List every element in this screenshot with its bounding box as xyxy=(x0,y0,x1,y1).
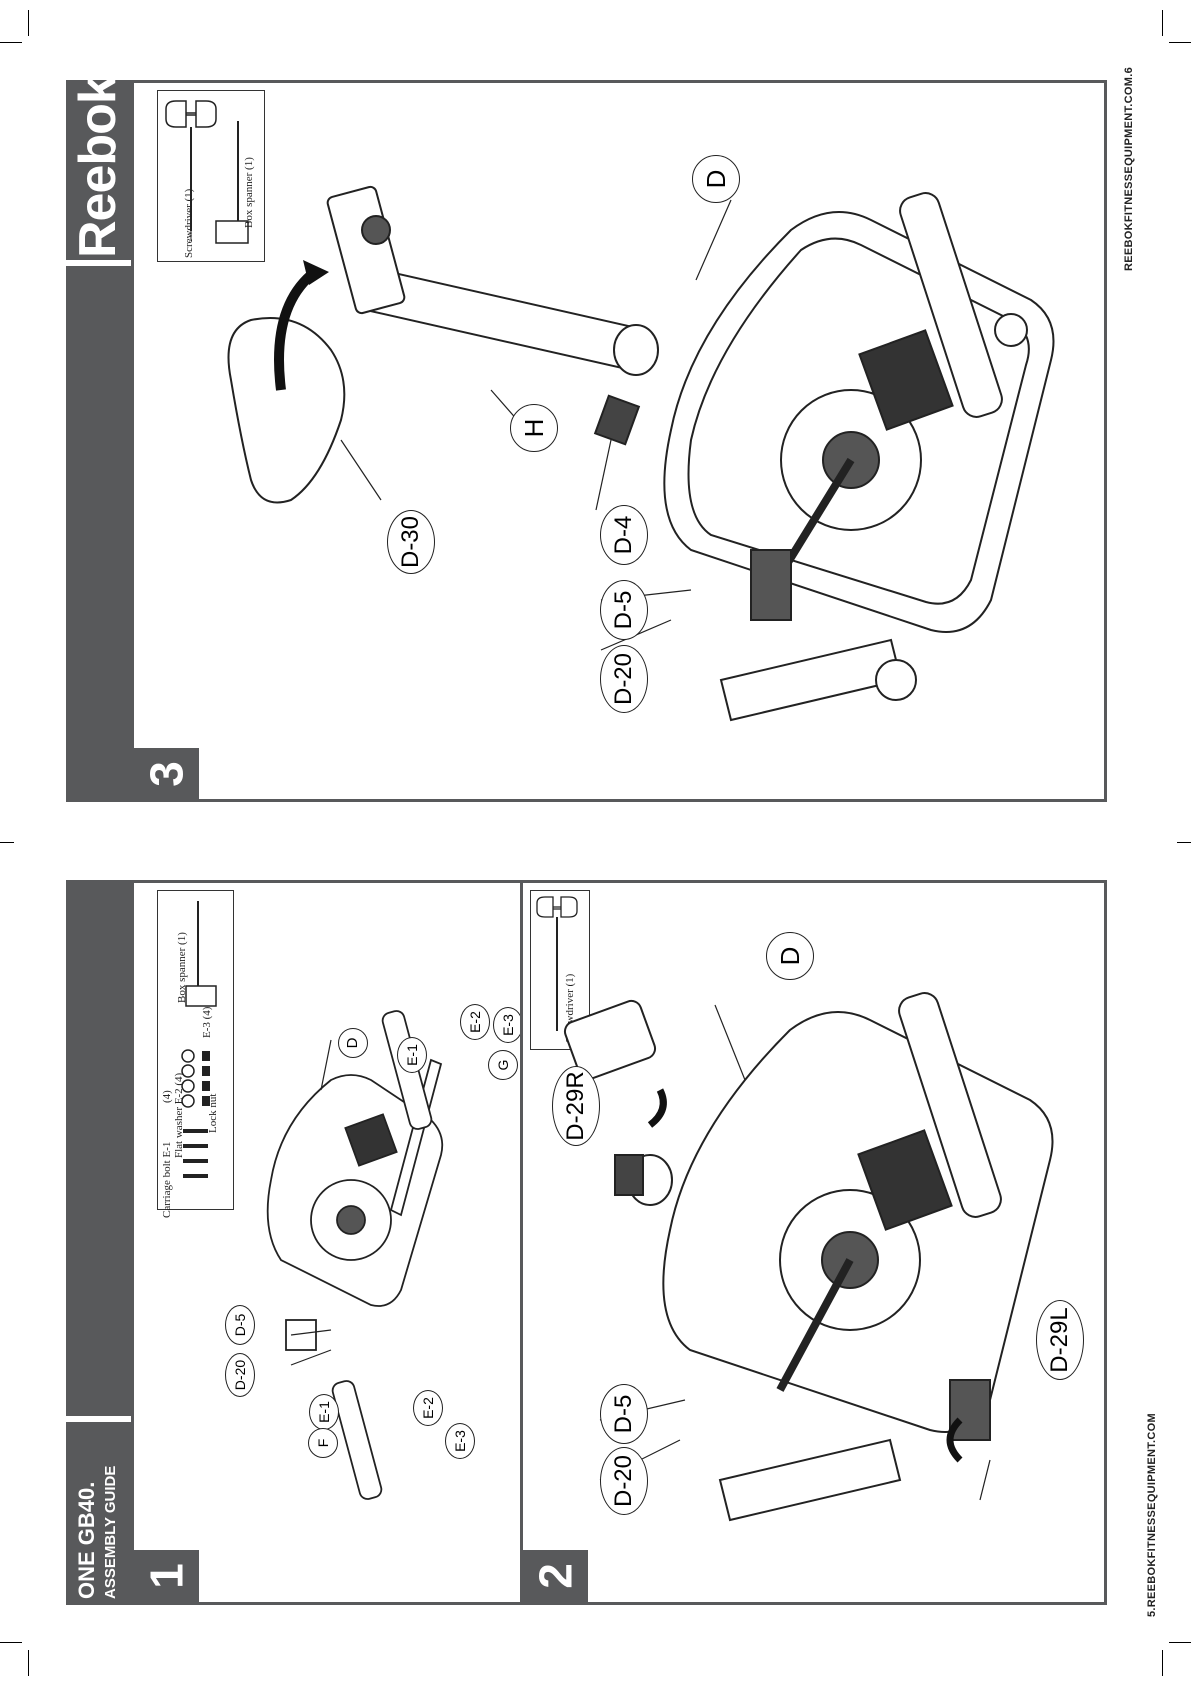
carriage-bolt-icons xyxy=(183,1129,208,1178)
callout-d20: D-20 xyxy=(225,1353,255,1397)
callout-d5: D-5 xyxy=(600,1384,648,1444)
washer-icons xyxy=(181,1049,195,1108)
install-arrow-right xyxy=(647,1088,667,1128)
step-2-illustration xyxy=(563,992,1054,1522)
crop-mark xyxy=(1169,42,1191,43)
rear-stabilizer xyxy=(719,638,903,722)
step-3-tools-box: Screwdriver (1) Box spanner (1) xyxy=(157,90,265,262)
saddle xyxy=(227,317,346,504)
callout-e2: E-2 xyxy=(460,1004,490,1040)
crop-mark xyxy=(28,10,29,36)
callout-e2: E-2 xyxy=(413,1390,443,1426)
product-subtitle: ASSEMBLY GUIDE xyxy=(102,1465,119,1599)
pedal xyxy=(750,549,792,621)
callout-d20: D-20 xyxy=(600,645,648,713)
crop-mark xyxy=(1162,1650,1163,1676)
box-spanner-head-icon xyxy=(185,985,217,1007)
stabilizer-f xyxy=(331,1380,383,1500)
crop-mark xyxy=(0,842,14,843)
crop-mark xyxy=(0,1642,22,1643)
vent-grille xyxy=(858,329,954,431)
step-1-tools-box: Box spanner (1) Flat washer E-2 (4) E-3 … xyxy=(157,890,234,1218)
callout-e1: E-1 xyxy=(397,1037,427,1073)
crank-arm xyxy=(776,1258,854,1392)
step-3-illustration xyxy=(227,185,1055,722)
step-1-number-box: 1 xyxy=(134,1550,199,1602)
step-2-number-box: 2 xyxy=(523,1550,588,1602)
footer-url-right: REEBOKFITNESSEQUIPMENT.COM.6 xyxy=(1123,67,1135,271)
header-bar-spacer xyxy=(66,880,131,1416)
callout-e3: E-3 xyxy=(445,1423,475,1459)
callout-g: G xyxy=(488,1050,518,1080)
pedal-right xyxy=(563,999,657,1081)
callout-d: D xyxy=(766,932,814,980)
knob-d4 xyxy=(593,394,641,446)
vent-grille xyxy=(344,1113,398,1167)
callout-d5: D-5 xyxy=(225,1305,255,1345)
footer-url-left: 5.REEBOKFITNESSEQUIPMENT.COM xyxy=(1146,1413,1158,1617)
rear-stabilizer xyxy=(718,1438,902,1522)
seat-post xyxy=(364,268,648,372)
install-arrow-left xyxy=(946,1417,963,1463)
callout-d4: D-4 xyxy=(600,505,648,565)
tools-illustration xyxy=(165,100,249,244)
seat-post-sleeve xyxy=(285,1319,317,1351)
callout-d: D xyxy=(338,1028,368,1058)
crop-mark xyxy=(28,1650,29,1676)
screwdriver-handle-icon xyxy=(165,100,217,128)
callout-d: D xyxy=(692,155,740,203)
product-name: ONE GB40. xyxy=(74,1481,99,1599)
header-bar-product: ONE GB40. ASSEMBLY GUIDE xyxy=(66,1422,131,1605)
seat-post-sleeve xyxy=(613,324,659,376)
front-stabilizer xyxy=(898,992,1002,1218)
callout-d29l: D-29L xyxy=(1036,1300,1084,1380)
callout-d20: D-20 xyxy=(600,1447,648,1515)
header-bar-brand: Reebok xyxy=(66,76,131,260)
front-stabilizer xyxy=(899,192,1003,418)
brand-logo: Reebok xyxy=(69,76,127,258)
callout-d30: D-30 xyxy=(387,510,435,574)
callout-e3: E-3 xyxy=(493,1007,523,1043)
pedal-left xyxy=(949,1379,991,1441)
crop-mark xyxy=(1169,1642,1191,1643)
callout-h: H xyxy=(510,404,558,452)
lock-nut-icons xyxy=(202,1051,210,1106)
knob xyxy=(614,1154,644,1196)
step-1-illustration xyxy=(266,1010,444,1500)
step-3-number-box: 3 xyxy=(134,748,199,800)
screwdriver-handle-icon xyxy=(536,896,578,918)
seat-slider xyxy=(326,185,406,315)
callout-d5: D-5 xyxy=(600,580,648,640)
vent-grille xyxy=(857,1129,953,1231)
callout-e1: E-1 xyxy=(309,1394,339,1430)
crop-mark xyxy=(0,42,22,43)
box-spanner-head-icon xyxy=(215,220,249,244)
crop-mark xyxy=(1177,842,1191,843)
header-bar-spacer-top xyxy=(66,266,131,802)
callout-d29r: D-29R xyxy=(552,1066,600,1146)
callout-f: F xyxy=(308,1428,338,1458)
crop-mark xyxy=(1162,10,1163,36)
install-arrow xyxy=(274,271,315,391)
